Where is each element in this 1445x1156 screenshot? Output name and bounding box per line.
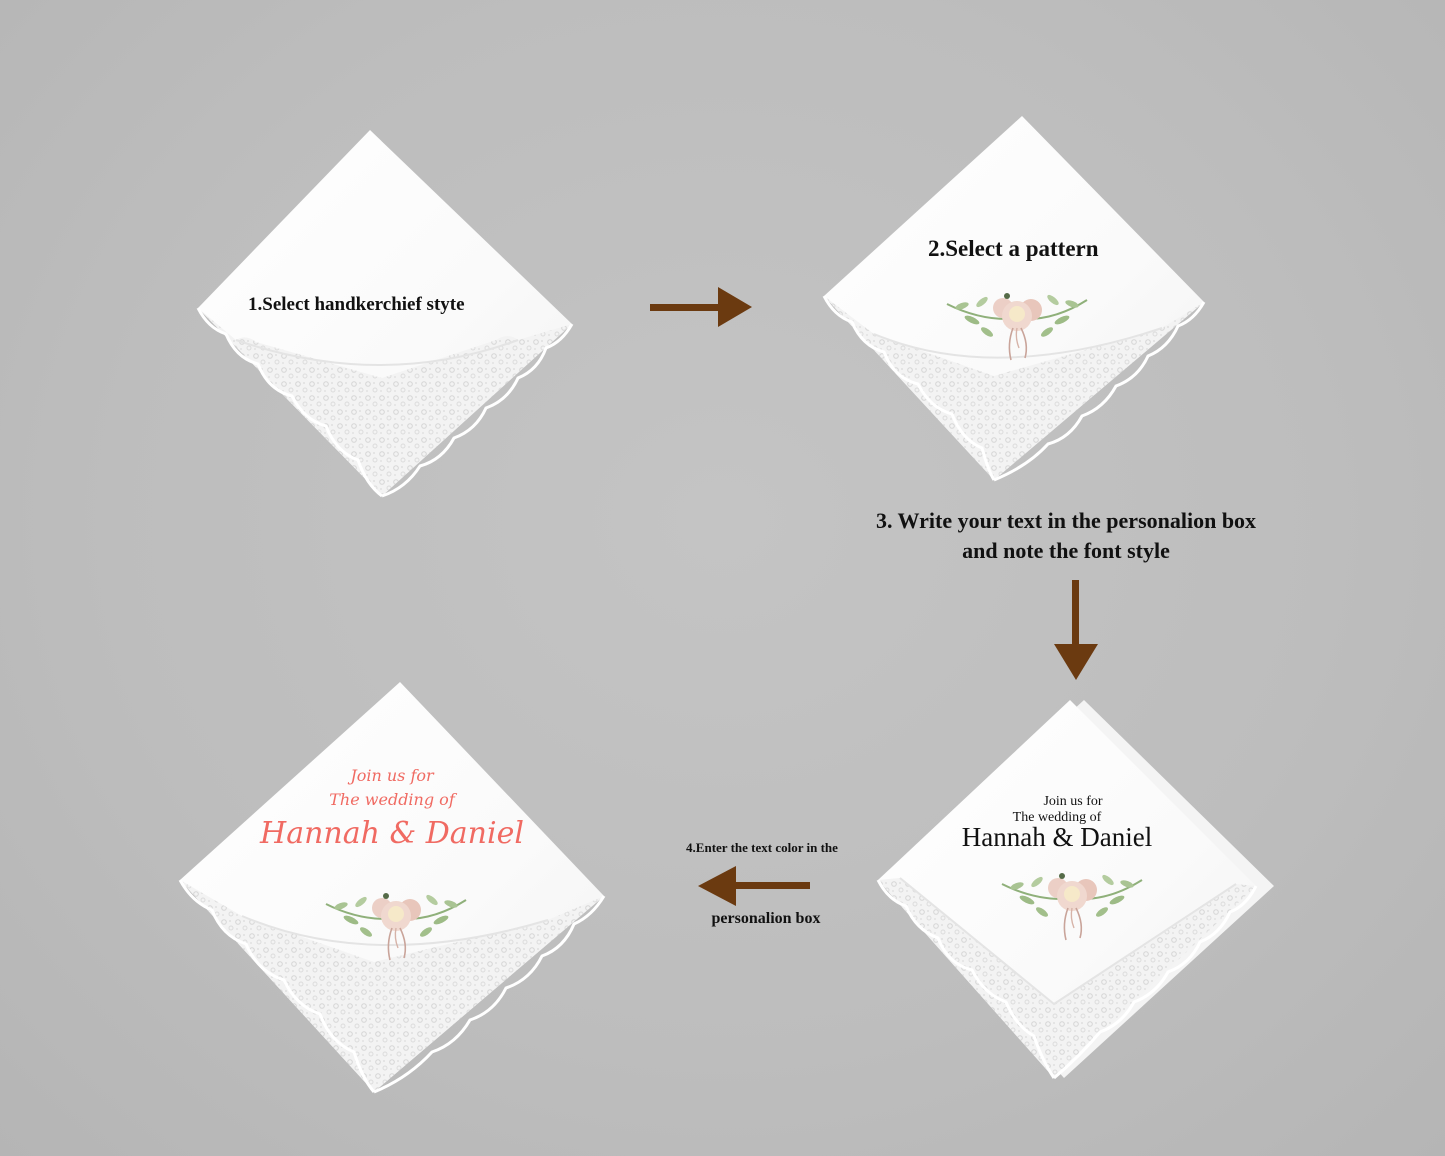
arrow-left-icon — [698, 866, 810, 906]
step-4-text-line-2: The wedding of — [329, 790, 455, 809]
handkerchief-black-text-image — [876, 700, 1274, 1080]
step-3-text-line-2: The wedding of — [1012, 810, 1102, 825]
step-3-line-1: 3. Write your text in the personalion bo… — [875, 508, 1257, 533]
handkerchief-step-2: 2.Select a pattern — [822, 114, 1207, 486]
handkerchief-step-4: Join us for The wedding of Hannah & Dani… — [178, 680, 606, 1096]
step-4-instruction-line-1: 4.Enter the text color in the — [686, 840, 838, 855]
handkerchief-pattern-image — [822, 116, 1206, 482]
step-3-instruction: 3. Write your text in the personalion bo… — [836, 506, 1296, 566]
step-3-text-line-1: Join us for — [1043, 794, 1103, 809]
handkerchief-step-1: 1.Select handkerchief styte — [196, 128, 576, 498]
step-4-instruction-line-2: personalion box — [711, 910, 821, 927]
step-4-text-names: Hannah & Daniel — [260, 816, 524, 851]
handkerchief-color-text-image — [178, 682, 606, 1094]
handkerchief-step-3: Join us for The wedding of Hannah & Dani… — [876, 698, 1274, 1082]
handkerchief-plain-image — [196, 130, 574, 498]
step-3-text-names: Hannah & Daniel — [961, 822, 1153, 852]
arrow-down-icon — [1054, 580, 1098, 680]
step-2-label: 2.Select a pattern — [928, 236, 1099, 261]
step-4-text-line-1: Join us for — [350, 766, 434, 785]
step-3-line-2: and note the font style — [962, 538, 1170, 563]
step-1-label: 1.Select handkerchief styte — [248, 294, 465, 315]
arrow-right-icon — [650, 287, 752, 327]
